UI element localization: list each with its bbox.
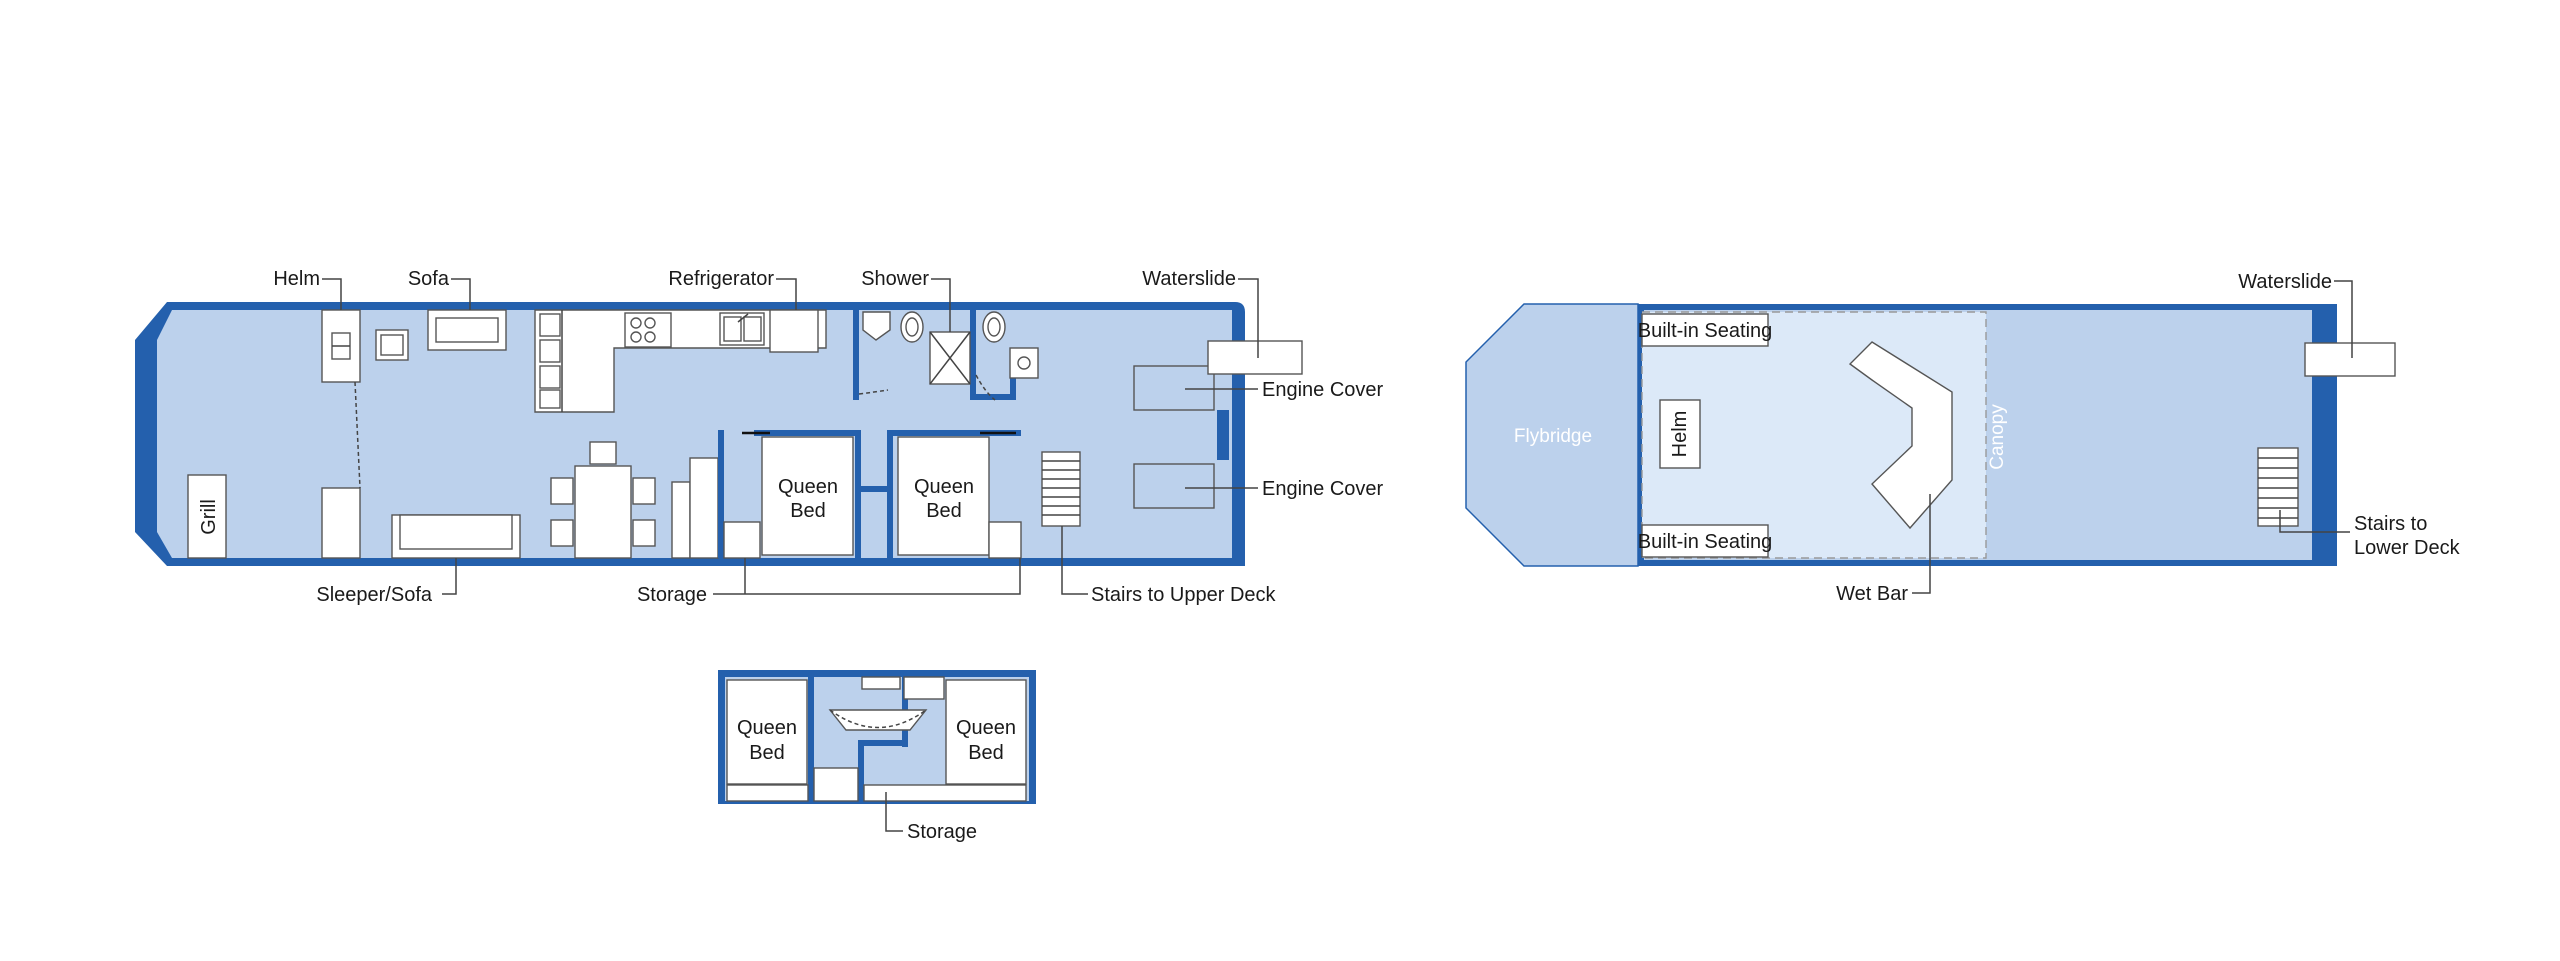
storage-left [723,521,761,559]
lower-storage-mid [813,767,859,802]
refrigerator [769,309,819,353]
seating-top-label: Built-in Seating [1638,320,1773,342]
storage-right [988,521,1022,559]
stairs-lower-label-2: Lower Deck [2354,537,2461,559]
bath-cabinet [1009,347,1039,379]
storage-label: Storage [637,584,707,606]
engine-cover-1 [1133,365,1215,411]
stairs-upper-label: Stairs to Upper Deck [1091,584,1277,606]
waterslide-upper [2304,342,2396,377]
built-in-seating-top [1641,313,1769,347]
sleeper-sofa-label: Sleeper/Sofa [316,584,433,606]
queen-bed-2 [897,436,990,556]
refrigerator-label: Refrigerator [668,268,774,290]
built-in-seating-bottom [1641,524,1769,558]
lower-cabin: Queen Bed Queen Bed Storage [718,670,1036,843]
lower-queen-bed-1 [726,679,808,785]
stairs-down [671,481,691,559]
wet-bar [1848,341,1953,530]
helm-seat [321,487,361,559]
lower-queen-bed-2 [945,679,1027,785]
lower-storage-left [726,784,809,802]
lower-bed-2-line1: Queen [956,717,1016,739]
sink-basin-bath [862,311,891,341]
lower-bed-2-line2: Bed [968,742,1004,764]
waterslide-label: Waterslide [1142,268,1236,290]
queen-bed-2-line1: Queen [914,476,974,498]
stairs-lower-label-1: Stairs to [2354,513,2427,535]
lower-storage-label: Storage [907,821,977,843]
lower-bed-1-line1: Queen [737,717,797,739]
canopy-label: Canopy [1987,404,2008,470]
engine-cover-2 [1133,463,1215,509]
stairs-to-upper-deck [1041,451,1081,527]
engine-cover-label-1: Engine Cover [1262,379,1384,401]
upper-waterslide-label: Waterslide [2238,271,2332,293]
lower-stair-landing [828,709,928,731]
seating-bottom-label: Built-in Seating [1638,531,1773,553]
helm-label: Helm [273,268,320,290]
upper-helm-label: Helm [1669,411,1691,458]
waterslide-main [1207,340,1303,375]
main-deck: Grill [135,268,1384,606]
lower-bed-1-line2: Bed [749,742,785,764]
wet-bar-label: Wet Bar [1836,583,1908,605]
queen-bed-1 [761,436,854,556]
stairs-to-lower-deck [2257,447,2299,527]
queen-bed-2-line2: Bed [926,500,962,522]
queen-bed-1-line1: Queen [778,476,838,498]
upper-helm [1659,399,1701,469]
flybridge [1465,303,1639,567]
grill [187,474,227,559]
flybridge-label: Flybridge [1514,426,1592,447]
shower-label: Shower [861,268,929,290]
upper-deck: Flybridge Canopy Built-in Seating Built-… [1465,271,2461,605]
engine-cover-label-2: Engine Cover [1262,478,1384,500]
dining-table [574,465,632,559]
grill-label: Grill [198,499,220,535]
stern-notch [1217,410,1229,460]
lower-storage-right [863,784,1027,802]
sofa-label: Sofa [408,268,450,290]
queen-bed-1-line2: Bed [790,500,826,522]
